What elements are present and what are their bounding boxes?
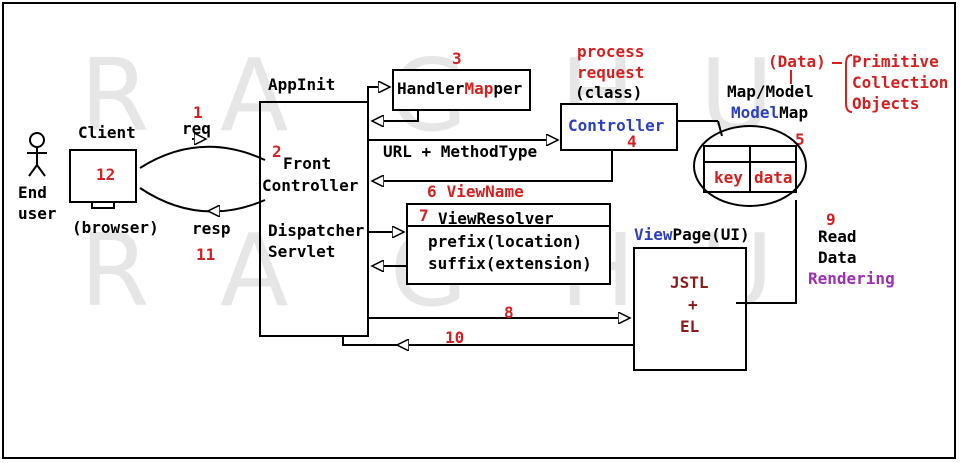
data-flow-label: Data	[818, 248, 857, 267]
view-resolver-label: ViewResolver	[438, 209, 554, 228]
step-4-number: 4	[627, 132, 637, 151]
url-methodtype-label: URL + MethodType	[383, 142, 537, 161]
data-label: (Data)	[768, 52, 826, 71]
appinit-label: AppInit	[268, 75, 335, 94]
bracket	[845, 54, 853, 113]
plus-label: +	[688, 295, 698, 314]
suffix-label: suffix(extension)	[428, 254, 592, 273]
handler-mapper-box	[392, 69, 531, 111]
step-5-number: 5	[795, 130, 805, 149]
controller-label: Controller	[568, 116, 664, 135]
resp-label: resp	[192, 219, 231, 238]
handler-request-arrow	[367, 87, 390, 102]
viewpage-label: ViewPage(UI)	[634, 225, 750, 244]
request-curve	[139, 145, 266, 169]
controller-model-line-2	[717, 120, 723, 137]
objects-label: Objects	[852, 94, 919, 113]
monitor-icon	[69, 149, 137, 203]
map-model-label: Map/Model	[727, 82, 814, 101]
front-controller-box	[259, 101, 369, 337]
viewname-return-arrow	[372, 150, 613, 181]
end-user-icon	[27, 132, 47, 177]
step-2-number: 2	[272, 142, 282, 161]
read-data-line	[736, 200, 797, 304]
viewpage-box	[633, 247, 747, 371]
read-label: Read	[818, 227, 857, 246]
modelmap-label: ModelMap	[731, 103, 808, 122]
watermark-row1-1: R	[80, 37, 149, 154]
class-label: (class)	[575, 83, 642, 102]
response-curve	[139, 187, 266, 213]
watermark-row1-2: A	[220, 37, 288, 154]
handler-mapper-label: HandlerMapper	[397, 79, 522, 98]
watermark-row2-2: A	[220, 212, 288, 329]
primitive-label: Primitive	[852, 52, 939, 71]
data-cell-label: data	[754, 168, 793, 187]
end-user-label-line2: user	[18, 204, 57, 223]
rendering-label: Rendering	[808, 269, 895, 288]
front-controller-line2: Controller	[262, 176, 358, 195]
step-11-number: 11	[196, 245, 215, 264]
step-10-number: 10	[445, 328, 464, 347]
end-user-label-line1: End	[18, 183, 47, 202]
step-7-number: 7	[419, 206, 429, 225]
step-1-number: 1	[193, 103, 203, 122]
process-request-line1: process	[577, 42, 644, 61]
step-3-number: 3	[452, 49, 462, 68]
dispatcher-line2: Servlet	[268, 242, 335, 261]
monitor-stand-icon	[91, 201, 115, 209]
front-controller-line1: Front	[283, 154, 331, 173]
key-label: key	[714, 168, 743, 187]
step-12-number: 12	[96, 165, 115, 184]
watermark-row2-1: R	[80, 212, 149, 329]
browser-label: (browser)	[72, 218, 159, 237]
view-resolver-box	[406, 203, 611, 285]
jstl-label: JSTL	[670, 273, 709, 292]
collection-label: Collection	[852, 73, 948, 92]
dispatcher-line1: Dispatcher	[268, 221, 364, 240]
req-label: req	[182, 119, 211, 138]
controller-box	[560, 103, 678, 151]
el-label: EL	[680, 317, 699, 336]
prefix-label: prefix(location)	[428, 232, 582, 251]
process-request-line2: request	[577, 63, 644, 82]
step-8-number: 8	[504, 303, 514, 322]
client-label: Client	[78, 123, 136, 142]
step-9-number: 9	[826, 210, 836, 229]
handler-response-arrow	[372, 110, 419, 121]
viewpage-return-line	[342, 336, 634, 346]
